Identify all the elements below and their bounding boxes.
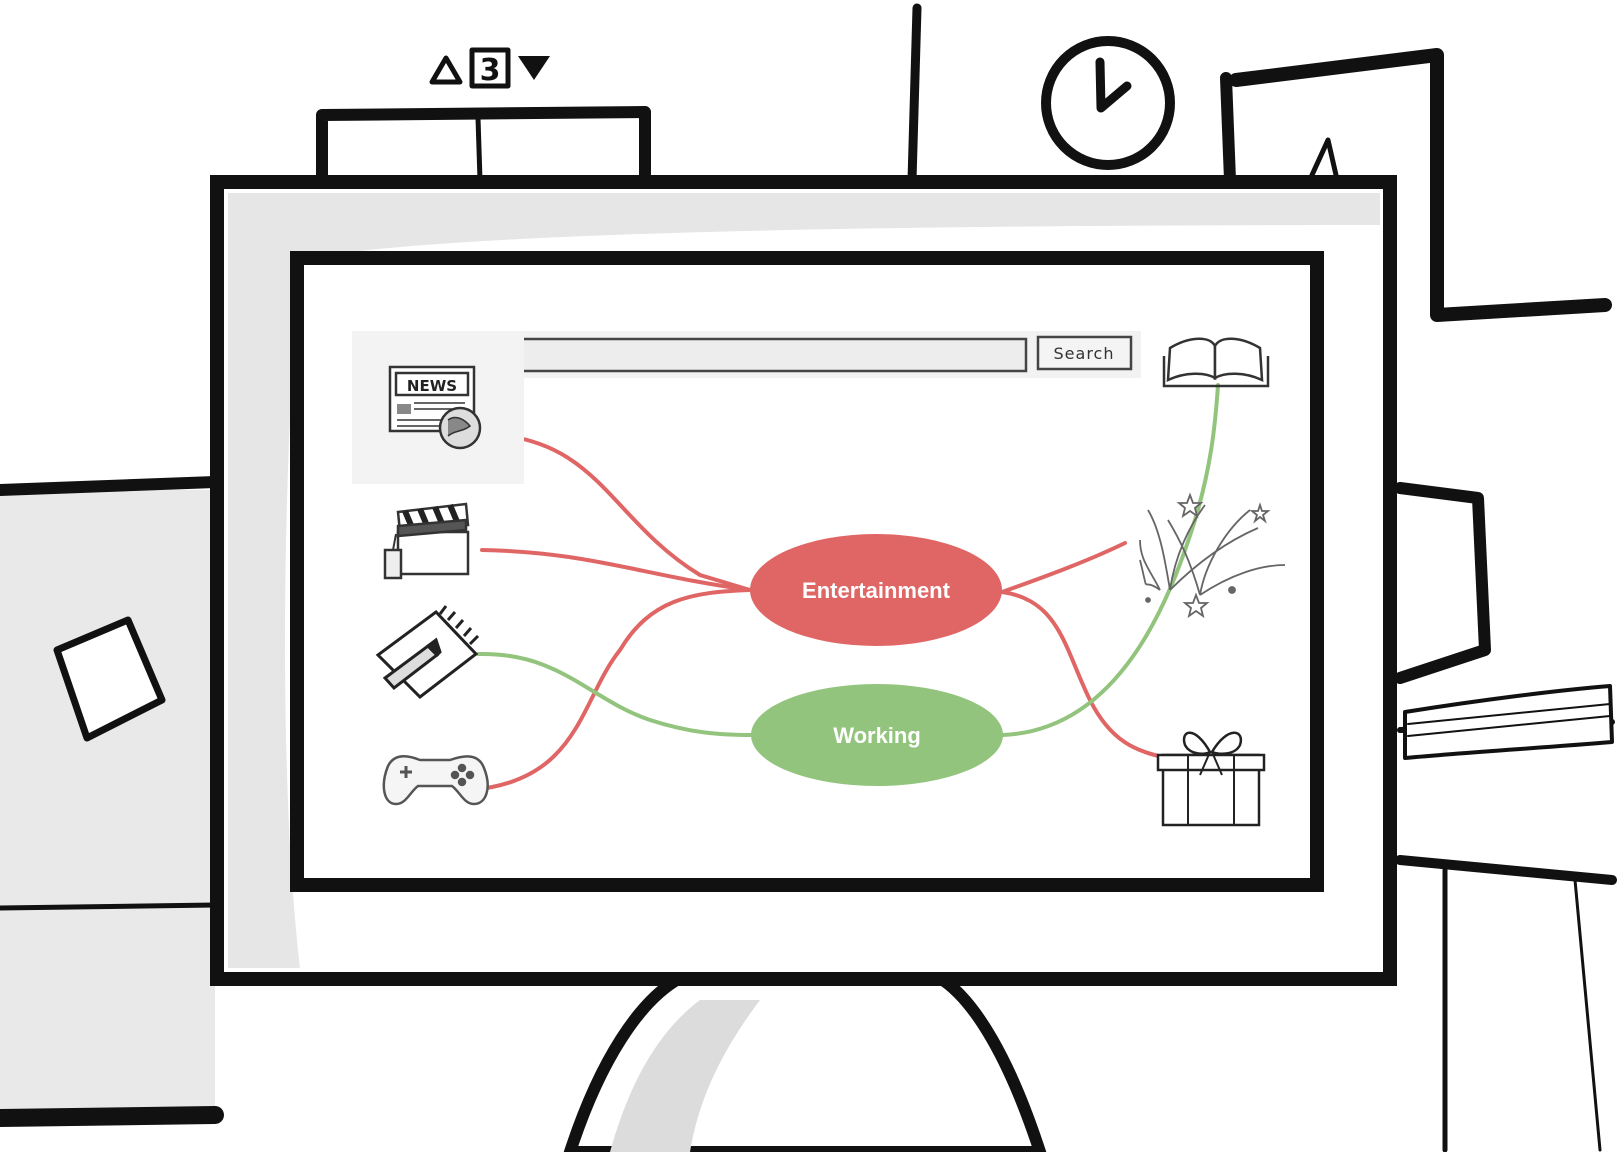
clapperboard-icon[interactable]: [383, 502, 470, 580]
entertainment-links: [470, 432, 1170, 792]
search-button[interactable]: [1036, 335, 1133, 371]
mind-map: Search Entertainment Working: [352, 331, 1286, 827]
working-links: [476, 383, 1220, 737]
wall-clock-icon: [1041, 36, 1175, 170]
link-news-entertainment: [486, 432, 752, 592]
book-icon[interactable]: [1162, 337, 1270, 388]
link-entertainment-gift: [1000, 590, 1170, 760]
notepad-icon[interactable]: [375, 605, 480, 699]
news-icon-label: NEWS: [407, 377, 457, 395]
elevator-indicator: 3: [429, 47, 550, 89]
news-icon[interactable]: NEWS: [352, 331, 524, 484]
node-working-label: Working: [833, 723, 921, 748]
search-bar: Search: [503, 331, 1141, 378]
floor-number: 3: [480, 53, 501, 88]
fireworks-icon[interactable]: [1139, 492, 1286, 619]
gamepad-icon[interactable]: [382, 755, 489, 806]
background-office: 3: [0, 3, 1617, 1152]
link-notepad-working: [476, 651, 754, 737]
node-working[interactable]: Working: [751, 684, 1003, 786]
link-clapper-entertainment: [480, 548, 752, 592]
link-working-book: [1001, 383, 1220, 737]
search-input[interactable]: [512, 337, 1028, 373]
link-gamepad-entertainment: [470, 588, 752, 792]
node-entertainment[interactable]: Entertainment: [750, 534, 1002, 646]
link-entertainment-fireworks: [1000, 541, 1127, 594]
node-entertainment-label: Entertainment: [802, 578, 951, 603]
search-button-label: Search: [1054, 344, 1115, 363]
gift-icon[interactable]: [1156, 731, 1266, 827]
